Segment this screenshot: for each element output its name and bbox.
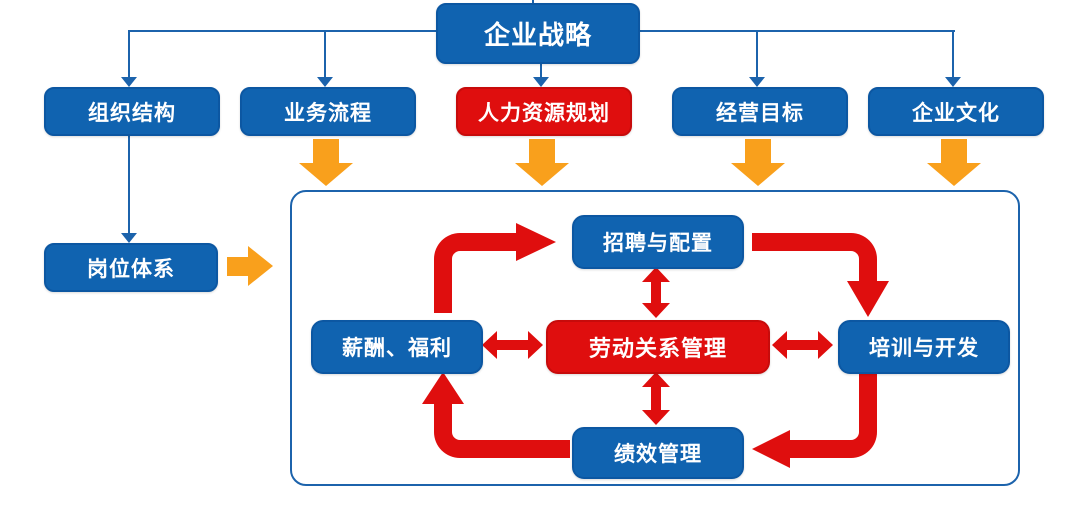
double-arrow-down-icon xyxy=(642,410,670,425)
orange-arrow-position-stem xyxy=(227,257,249,276)
node-org-structure: 组织结构 xyxy=(44,87,220,136)
connector-strategy-to-goals xyxy=(756,30,758,77)
cycle-arrowhead-up-icon xyxy=(422,372,464,404)
orange-arrow-hrplanning-head-icon xyxy=(515,163,569,186)
double-arrow-labor-performance-bar xyxy=(651,386,661,411)
connector-strategy-to-process xyxy=(324,30,326,77)
node-business-goals: 经营目标 xyxy=(672,87,848,136)
arrowhead-culture-icon xyxy=(945,77,961,87)
double-arrow-right-icon xyxy=(818,331,833,359)
cycle-arrowhead-left-icon xyxy=(752,430,790,468)
orange-arrow-position-head-icon xyxy=(248,246,273,286)
cycle-arrowhead-down-icon xyxy=(847,281,889,317)
node-recruitment: 招聘与配置 xyxy=(572,215,744,269)
double-arrow-down-icon xyxy=(642,303,670,318)
orange-arrow-culture-head-icon xyxy=(927,163,981,186)
node-corporate-culture: 企业文化 xyxy=(868,87,1044,136)
double-arrow-left-icon xyxy=(772,331,787,359)
double-arrow-labor-recruitment-bar xyxy=(651,281,661,304)
node-labor-relations: 劳动关系管理 xyxy=(546,320,770,374)
orange-arrow-goals-stem xyxy=(745,139,771,164)
double-arrow-labor-compensation-bar xyxy=(496,340,529,350)
orange-arrow-culture-stem xyxy=(941,139,967,164)
node-training: 培训与开发 xyxy=(838,320,1010,374)
arrowhead-hrplanning-icon xyxy=(533,77,549,87)
arrowhead-org-icon xyxy=(121,77,137,87)
double-arrow-up-icon xyxy=(642,372,670,387)
cycle-arrow-performance-to-compensation xyxy=(434,402,570,458)
double-arrow-right-icon xyxy=(528,331,543,359)
node-position-system: 岗位体系 xyxy=(44,243,218,292)
node-enterprise-strategy: 企业战略 xyxy=(436,3,640,64)
arrowhead-goals-icon xyxy=(749,77,765,87)
orange-arrow-process-head-icon xyxy=(299,163,353,186)
orange-arrow-goals-head-icon xyxy=(731,163,785,186)
connector-strategy-to-hrplanning xyxy=(540,59,542,77)
node-business-process: 业务流程 xyxy=(240,87,416,136)
connector-strategy-to-org xyxy=(128,30,130,77)
connector-org-to-position xyxy=(128,133,130,233)
node-hr-planning: 人力资源规划 xyxy=(456,87,632,136)
cycle-arrow-training-to-performance xyxy=(788,370,877,458)
connector-top-stub xyxy=(532,0,534,5)
double-arrow-left-icon xyxy=(482,331,497,359)
node-performance: 绩效管理 xyxy=(572,427,744,479)
orange-arrow-process-stem xyxy=(313,139,339,164)
orange-arrow-hrplanning-stem xyxy=(529,139,555,164)
arrowhead-process-icon xyxy=(317,77,333,87)
connector-strategy-to-culture xyxy=(952,30,954,77)
node-compensation: 薪酬、福利 xyxy=(311,320,483,374)
arrowhead-position-icon xyxy=(121,233,137,243)
cycle-arrowhead-right-icon xyxy=(516,223,556,261)
double-arrow-up-icon xyxy=(642,267,670,282)
cycle-arrow-compensation-to-recruitment xyxy=(434,233,520,313)
cycle-arrow-recruitment-to-training xyxy=(752,233,877,283)
double-arrow-labor-training-bar xyxy=(786,340,819,350)
